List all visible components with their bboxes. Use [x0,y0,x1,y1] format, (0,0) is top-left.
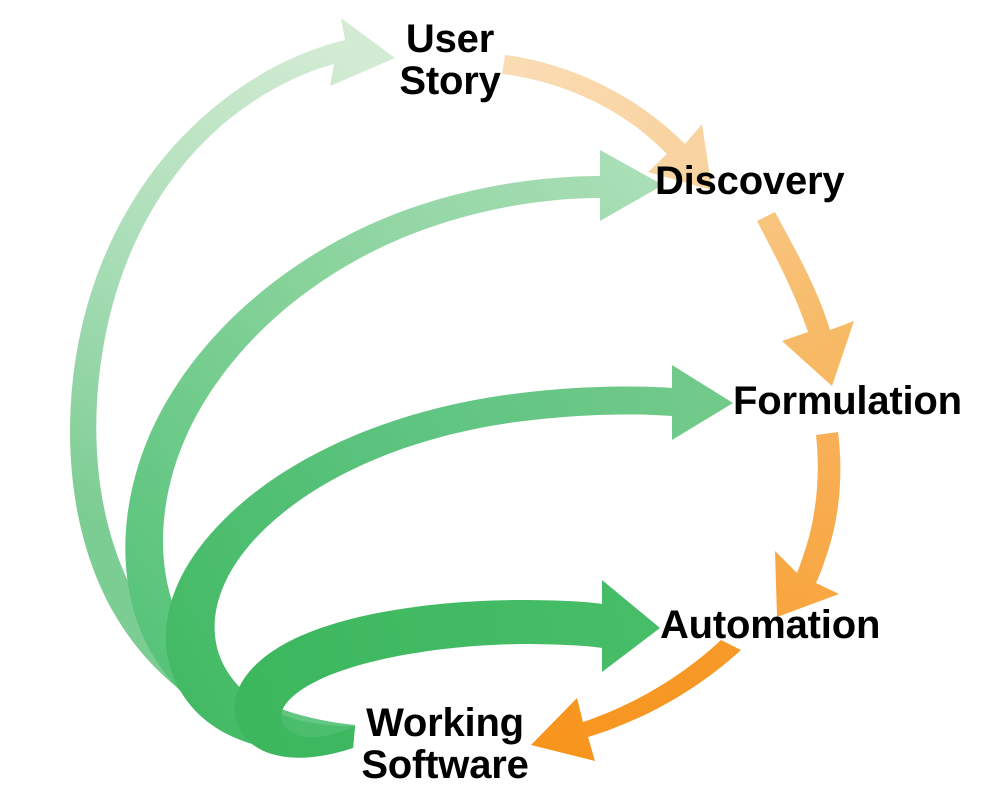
arrow-working-software-to-automation [234,580,660,758]
arrow-working-software-to-discovery [125,150,664,749]
arrow-user-story-to-discovery [502,55,712,190]
stage-label-working-software: Working Software [361,701,529,788]
arrow-automation-to-working-software [531,640,741,761]
stage-label-automation: Automation [660,603,881,647]
arrow-working-software-to-user-story [70,18,396,748]
arrow-discovery-to-formulation [757,212,854,386]
stage-label-discovery: Discovery [655,159,845,203]
stage-label-user-story: User Story [399,17,501,104]
arrow-working-software-to-formulation [165,365,733,752]
stage-label-formulation: Formulation [733,379,962,423]
arrow-formulation-to-automation [775,432,841,617]
